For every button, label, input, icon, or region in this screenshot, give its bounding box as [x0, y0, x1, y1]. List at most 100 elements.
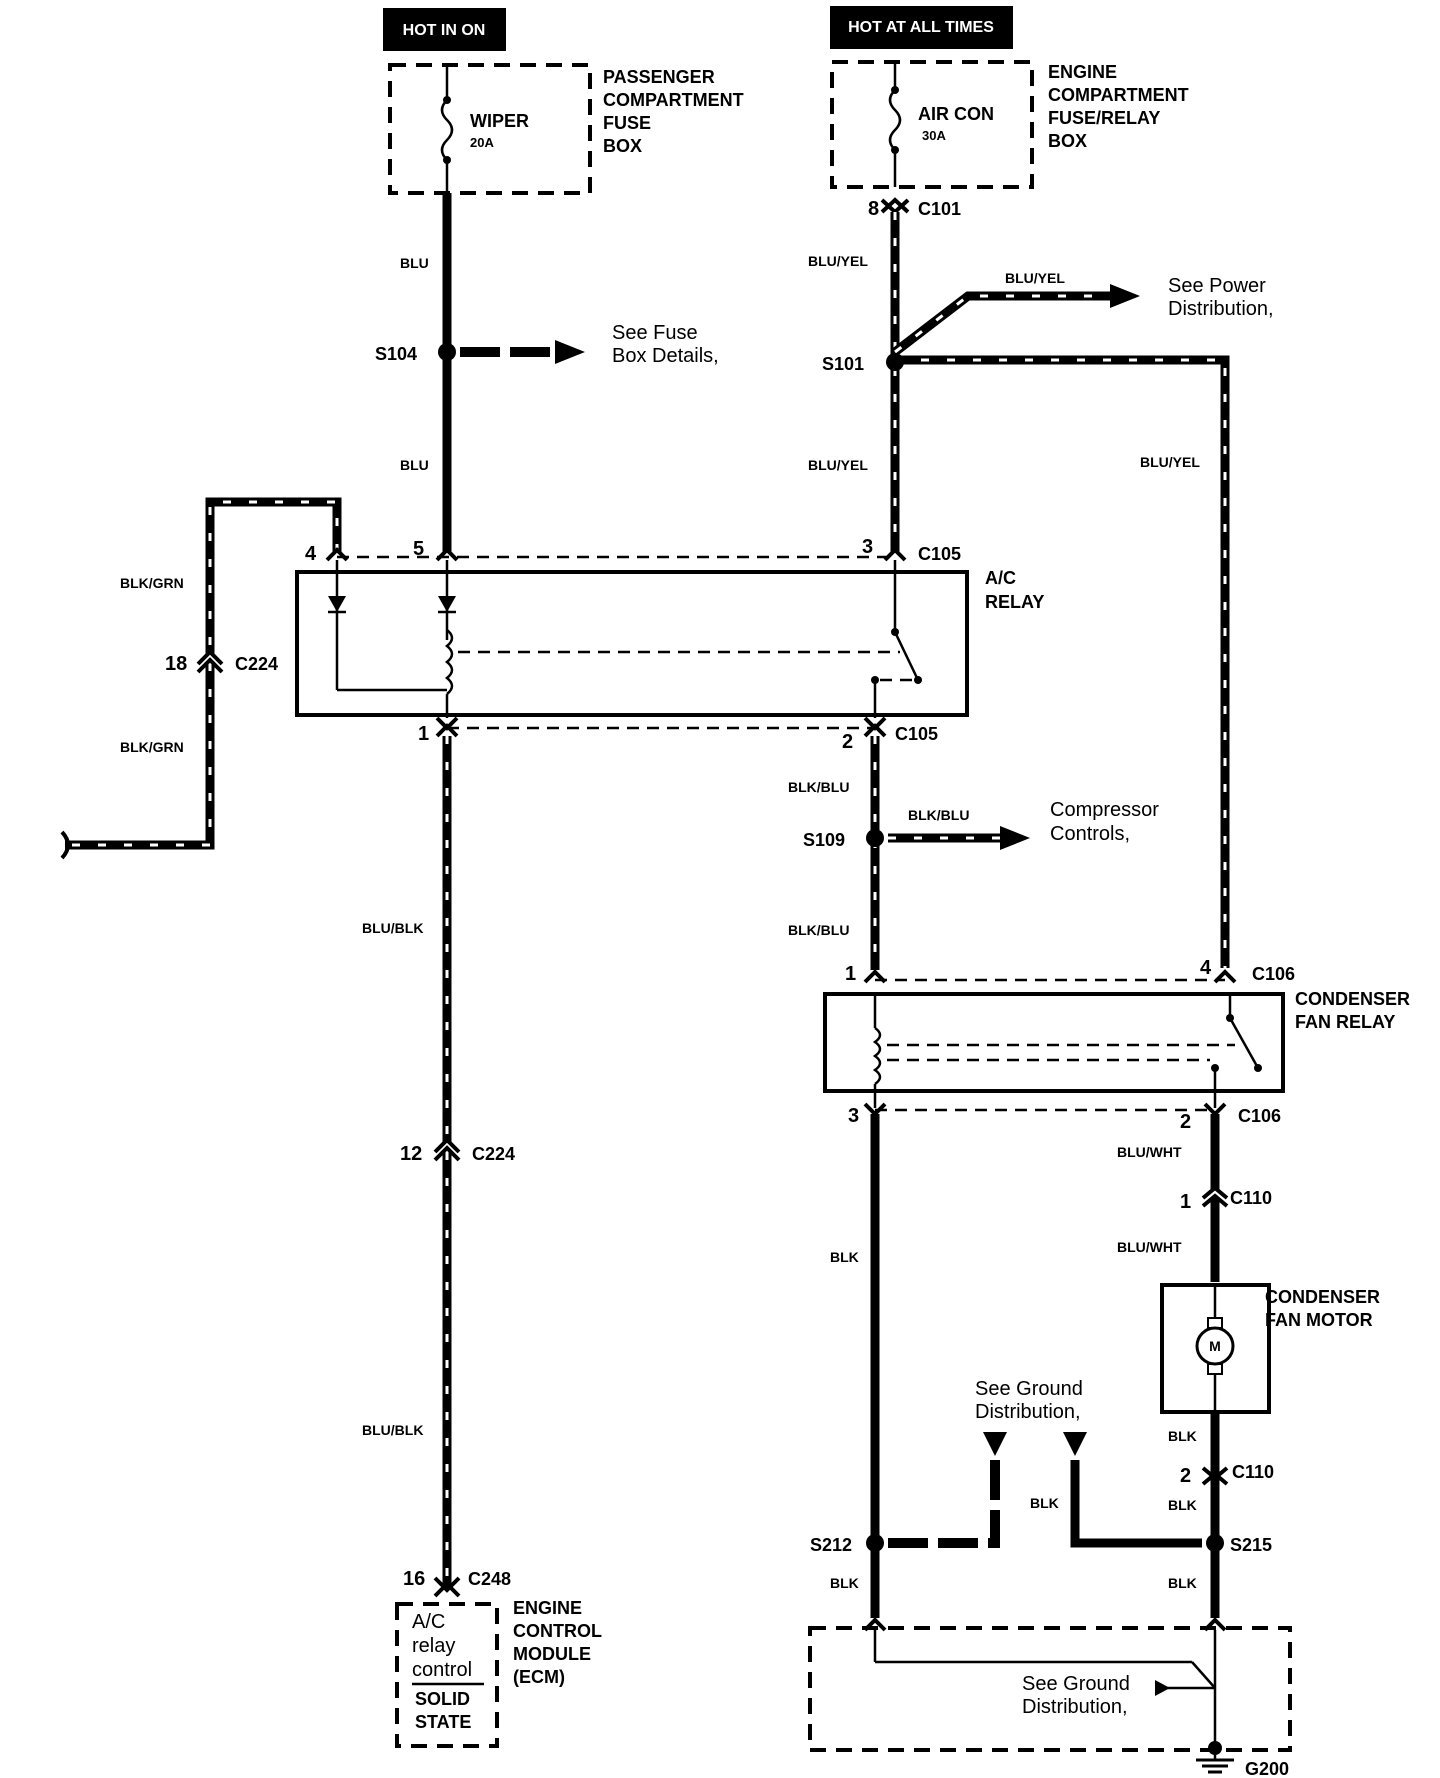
ecm-inner-2: relay [412, 1635, 455, 1657]
c105-pin1: 1 [418, 723, 429, 745]
ecm-label-4: (ECM) [513, 1667, 565, 1687]
wire-continuation-icon [60, 830, 70, 860]
cond-relay-label-1: CONDENSER [1295, 989, 1410, 1009]
s104-arrow-icon [555, 340, 585, 364]
pass-box-label-3: FUSE [603, 113, 651, 133]
motor-icon [1195, 1326, 1235, 1366]
condenser-fan-relay-box [823, 992, 1285, 1093]
power-dist-note-1: See Power [1168, 275, 1266, 297]
ac-relay-label-2: RELAY [985, 592, 1044, 612]
ecm-inner-5: STATE [415, 1712, 471, 1732]
c101-label: C101 [918, 199, 961, 219]
compressor-note-2: Controls, [1050, 823, 1130, 845]
wire-blu-wht-label-1: BLU/WHT [1117, 1144, 1182, 1160]
ecm-inner-4: SOLID [415, 1689, 470, 1709]
s104-label: S104 [375, 344, 417, 364]
engine-fuse-box-outline [830, 60, 1034, 189]
condenser-relay-internals [872, 994, 1262, 1108]
splice-s215-icon [1206, 1534, 1224, 1552]
power-dist-arrow-icon [1110, 284, 1140, 308]
c110-pin1: 1 [1180, 1191, 1191, 1213]
c106-pin1: 1 [845, 963, 856, 985]
s215-ground-branch [1070, 1460, 1202, 1548]
c106-top-pins-icon [863, 969, 1237, 984]
ground-dist-note-4: Distribution, [1022, 1696, 1128, 1718]
s101-branch-cond-relay [895, 355, 1230, 968]
ac-relay-box [295, 570, 969, 717]
wiper-fuse-name: WIPER [470, 111, 529, 131]
pass-box-label-1: PASSENGER [603, 67, 715, 87]
wire-blu-yel-label-4: BLU/YEL [1140, 454, 1200, 470]
pass-box-label-2: COMPARTMENT [603, 90, 744, 110]
c105-label-bottom: C105 [895, 724, 938, 744]
splice-s104-icon [438, 343, 456, 361]
connector-c101-icon [880, 197, 910, 215]
wire-blu-yel-label-1: BLU/YEL [808, 253, 868, 269]
s109-label: S109 [803, 830, 845, 850]
ground-arrow-icon-2 [1063, 1432, 1087, 1456]
fuse-details-note-1: See Fuse [612, 322, 698, 344]
c106-pin4: 4 [1200, 957, 1212, 979]
c106-label-top: C106 [1252, 964, 1295, 984]
c105-label-top: C105 [918, 544, 961, 564]
g200-label: G200 [1245, 1759, 1289, 1778]
wire-blu-yel-label-2: BLU/YEL [808, 457, 868, 473]
ecm-label-3: MODULE [513, 1644, 591, 1664]
c224-pin12: 12 [400, 1143, 422, 1165]
c101-pin: 8 [868, 198, 879, 220]
c105-pin5: 5 [413, 538, 424, 560]
wire-blk-blu-label-2: BLK/BLU [788, 922, 849, 938]
c105-pin4: 4 [305, 543, 317, 565]
hot-at-all-times-label: HOT AT ALL TIMES [848, 19, 994, 36]
aircon-fuse-icon [888, 62, 902, 187]
wire-blk-blu-label-3: BLK/BLU [908, 807, 969, 823]
ground-dist-note-2: Distribution, [975, 1401, 1081, 1423]
c106-label-bottom: C106 [1238, 1106, 1281, 1126]
splice-s109-icon [866, 829, 884, 847]
eng-box-label-4: BOX [1048, 131, 1087, 151]
s212-label: S212 [810, 1535, 852, 1555]
hot-at-all-times-tag: HOT AT ALL TIMES [830, 6, 1013, 49]
cond-relay-label-2: FAN RELAY [1295, 1012, 1395, 1032]
ecm-label-2: CONTROL [513, 1621, 602, 1641]
passenger-fuse-box-outline [388, 63, 592, 195]
hot-in-on-tag: HOT IN ON [383, 8, 506, 51]
eng-box-label-3: FUSE/RELAY [1048, 108, 1160, 128]
ecm-inner-3: control [412, 1659, 472, 1681]
pass-box-label-4: BOX [603, 136, 642, 156]
c110-pin2: 2 [1180, 1465, 1191, 1487]
wire-blk-label-4: BLK [1168, 1497, 1197, 1513]
g200-ground-box-outline [808, 1626, 1292, 1752]
wire-blu-wht-label-2: BLU/WHT [1117, 1239, 1182, 1255]
c105-pin2: 2 [842, 731, 853, 753]
wiper-fuse-icon [440, 65, 454, 193]
c248-label: C248 [468, 1569, 511, 1589]
s101-label: S101 [822, 354, 864, 374]
c110-label-1: C110 [1230, 1188, 1272, 1208]
wire-blu-blk-label-2: BLU/BLK [362, 1422, 423, 1438]
splice-s212-icon [866, 1534, 884, 1552]
hot-in-on-label: HOT IN ON [403, 22, 486, 39]
c224-label-2: C224 [472, 1144, 515, 1164]
wire-blu-label-1: BLU [400, 255, 429, 271]
c105-pin3: 3 [862, 536, 873, 558]
motor-symbol: M [1209, 1338, 1221, 1354]
wire-blk-grn-label-2: BLK/GRN [120, 739, 184, 755]
c105-top-pins-icon [325, 547, 907, 562]
aircon-fuse-rating: 30A [922, 128, 946, 143]
eng-box-label-2: COMPARTMENT [1048, 85, 1189, 105]
splice-s101-icon [886, 353, 904, 371]
c106-pin2: 2 [1180, 1111, 1191, 1133]
wire-blk-label-3: BLK [1168, 1428, 1197, 1444]
ground-dist-note-3: See Ground [1022, 1673, 1130, 1695]
wiper-fuse-rating: 20A [470, 135, 494, 150]
compressor-note-1: Compressor [1050, 799, 1159, 821]
ecm-inner-1: A/C [412, 1611, 445, 1633]
s101-branch-power [892, 291, 1110, 356]
wire-blk-label-2: BLK [830, 1575, 859, 1591]
connector-c110-pin2-icon [1201, 1466, 1229, 1486]
s215-label: S215 [1230, 1535, 1272, 1555]
ac-relay-internals [328, 560, 922, 718]
ground-dist-note-1: See Ground [975, 1378, 1083, 1400]
